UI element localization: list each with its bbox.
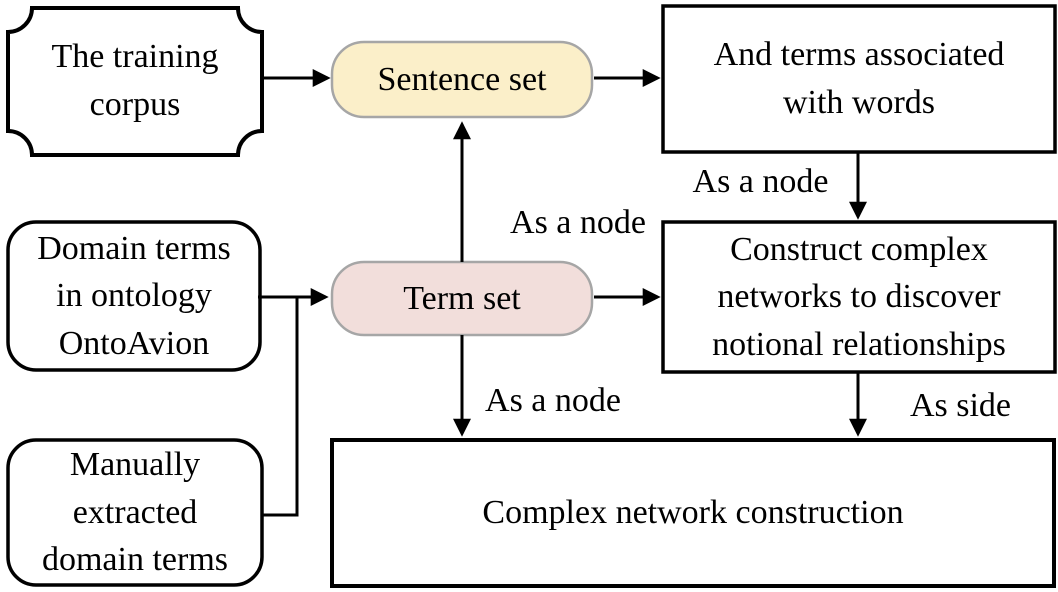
complex-network-construction-shape: [330, 438, 1056, 588]
connector-manually-extracted-to-term-set: [262, 298, 299, 517]
manually-extracted-shape: [6, 438, 264, 587]
construct-networks-shape: [661, 220, 1057, 374]
sentence-set-shape: [330, 40, 594, 119]
term-set-shape: [330, 260, 594, 337]
terms-associated-shape: [661, 4, 1057, 154]
domain-terms-ontology-shape: [6, 220, 262, 372]
training-corpus-shape: [6, 6, 264, 157]
